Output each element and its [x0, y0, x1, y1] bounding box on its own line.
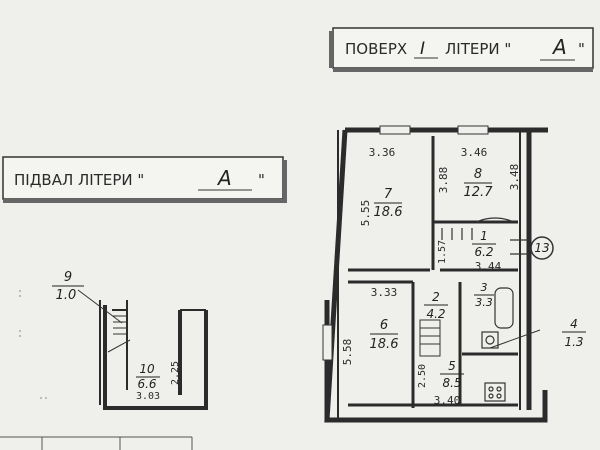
dim-r10-height: 2.25	[170, 361, 181, 385]
basement-title-suffix: "	[258, 171, 265, 189]
dim-r5-left: 2.50	[417, 364, 428, 388]
staircase-marker: 13	[530, 236, 554, 260]
svg-text:10: 10	[139, 362, 155, 376]
svg-text:6: 6	[380, 318, 388, 333]
floor-title-suffix: "	[578, 40, 585, 58]
floor-title-prefix: ПОВЕРХ	[345, 40, 407, 58]
room-10: 10 6.6	[136, 362, 160, 391]
svg-text:4: 4	[570, 317, 578, 331]
room-5: 5 8.5	[440, 359, 464, 390]
svg-text:2: 2	[432, 290, 440, 304]
floor-title-middle: ЛІТЕРИ "	[445, 40, 511, 58]
svg-text:1.3: 1.3	[564, 335, 583, 349]
basement-title-letter: А	[216, 166, 232, 190]
floor-title-letter: А	[551, 35, 567, 59]
floor-title-number: I	[420, 39, 425, 59]
room-7: 7 18.6	[374, 187, 403, 220]
room-2: 2 4.2	[424, 290, 448, 321]
basement-plan: 9 1.0 10 6.6 2.25 3.03	[19, 270, 208, 410]
room-8: 8 12.7	[464, 167, 494, 200]
basement-title-box: ПІДВАЛ ЛІТЕРИ " А "	[2, 156, 287, 203]
svg-text:12.7: 12.7	[464, 185, 494, 200]
svg-text:18.6: 18.6	[374, 205, 403, 220]
dim-r8-right: 3.48	[508, 164, 521, 191]
svg-text:5: 5	[448, 359, 456, 373]
bathtub-icon	[494, 287, 514, 329]
svg-text:8: 8	[474, 167, 482, 182]
stove-icon	[484, 382, 506, 402]
svg-text:8.5: 8.5	[442, 376, 461, 390]
floor-plan: 13 7 18.6 8 12.7 1 6.2 2 4.2 3 3.3	[322, 125, 586, 423]
table-fragment	[0, 436, 193, 450]
dim-r7-left: 5.55	[359, 200, 372, 227]
svg-text:18.6: 18.6	[370, 337, 399, 352]
dim-r6-top: 3.33	[371, 286, 398, 299]
svg-text:4.2: 4.2	[426, 307, 445, 321]
dim-r1-left: 1.57	[437, 240, 448, 264]
svg-text:ПІДВАЛ ЛІТЕРИ " А: ПІДВАЛ ЛІТЕРИ " А "	[14, 166, 265, 190]
dim-r10-width: 3.03	[136, 391, 160, 402]
room-4: 4 1.3	[562, 317, 586, 349]
svg-text:9: 9	[64, 270, 72, 285]
dim-r5-bottom: 3.40	[434, 394, 461, 407]
room-6: 6 18.6	[370, 318, 399, 352]
svg-text:6.6: 6.6	[137, 377, 156, 391]
svg-text:13: 13	[534, 241, 549, 255]
room-9: 9 1.0	[52, 270, 84, 303]
svg-text:3.3: 3.3	[475, 296, 493, 309]
room-1: 1 6.2	[472, 229, 496, 259]
dim-r7-8-mid: 3.88	[437, 167, 450, 194]
svg-text:ПОВЕРХ I ЛІТЕРИ ": ПОВЕРХ I ЛІТЕРИ " А "	[345, 35, 585, 59]
dim-r8-top: 3.46	[461, 146, 488, 159]
dim-r6-left: 5.58	[341, 339, 354, 366]
svg-text:3: 3	[481, 281, 488, 294]
room-3: 3 3.3	[474, 281, 494, 309]
dim-r1-width: 3.44	[475, 260, 502, 273]
svg-text:6.2: 6.2	[474, 245, 493, 259]
floor-title-box: ПОВЕРХ I ЛІТЕРИ " А "	[329, 27, 594, 72]
basement-title-prefix: ПІДВАЛ ЛІТЕРИ "	[14, 171, 144, 189]
svg-text:7: 7	[384, 187, 393, 202]
svg-text:1.0: 1.0	[56, 288, 77, 303]
dim-r7-top: 3.36	[369, 146, 396, 159]
svg-text:1: 1	[480, 229, 488, 243]
